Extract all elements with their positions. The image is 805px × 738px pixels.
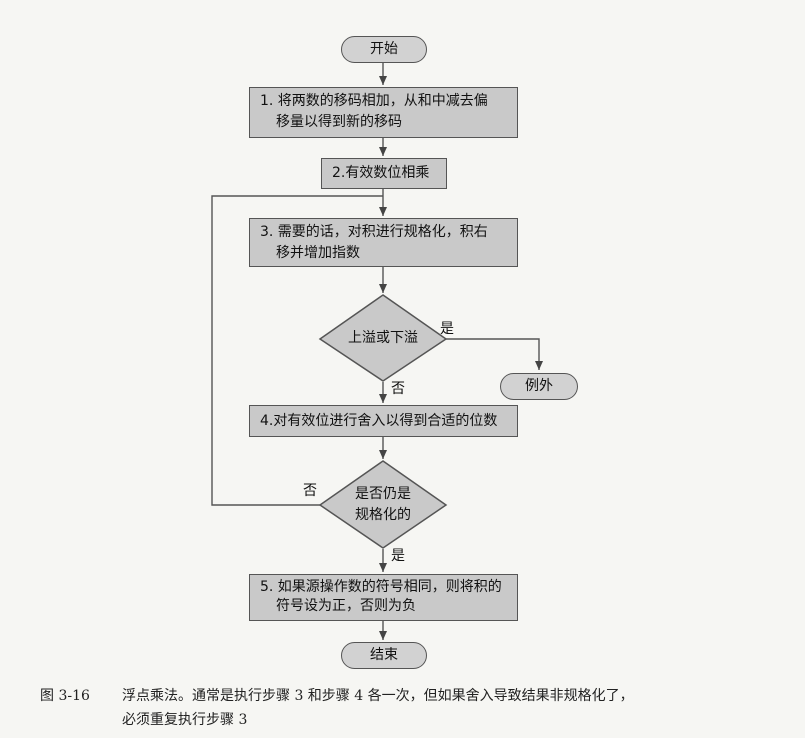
no-label-overflow: 否 [391,381,405,397]
step4-label: 4.对有效位进行舍入以得到合适的位数 [260,413,498,429]
decision-normalized-shape [318,460,448,549]
arrow-loop-back [211,195,383,506]
decision-overflow-shape [318,294,448,382]
decision-overflow-text: 上溢或下溢 [348,330,418,346]
exception-label: 例外 [525,378,553,394]
step1-line2: 移量以得到新的移码 [276,114,402,130]
step2-label: 2.有效数位相乘 [332,165,430,181]
decision-normalized-line1: 是否仍是 [355,486,411,502]
figure-number: 图 3-16 [40,688,90,704]
step2-box: 2.有效数位相乘 [321,158,447,189]
no-label-normalized: 否 [303,483,317,499]
figure-caption: 图 3-16 浮点乘法。通常是执行步骤 3 和步骤 4 各一次，但如果舍入导致结果… [40,684,780,732]
step3-line2: 移并增加指数 [276,245,360,261]
caption-text-line2: 必须重复执行步骤 3 [122,712,248,728]
caption-text-line1: 浮点乘法。通常是执行步骤 3 和步骤 4 各一次，但如果舍入导致结果非规格化了， [122,688,634,704]
start-terminal: 开始 [341,36,427,63]
step1-line1: 1. 将两数的移码相加，从和中减去偏 [260,93,488,109]
decision-normalized-label: 是否仍是 规格化的 [322,484,444,526]
step1-box: 1. 将两数的移码相加，从和中减去偏 移量以得到新的移码 [249,87,518,138]
step5-line1: 5. 如果源操作数的符号相同，则将积的 [260,579,502,595]
start-label: 开始 [370,41,398,57]
decision-overflow-label: 上溢或下溢 [322,328,444,349]
caption-line1: 图 3-16 浮点乘法。通常是执行步骤 3 和步骤 4 各一次，但如果舍入导致结果… [40,684,780,708]
end-terminal: 结束 [341,642,427,669]
step4-box: 4.对有效位进行舍入以得到合适的位数 [249,405,518,437]
arrow-decision-exception [446,338,543,370]
step5-line2: 符号设为正，否则为负 [276,598,416,614]
step3-line1: 3. 需要的话，对积进行规格化，积右 [260,224,488,240]
step5-box: 5. 如果源操作数的符号相同，则将积的 符号设为正，否则为负 [249,574,518,621]
decision-normalized-line2: 规格化的 [355,507,411,523]
yes-label-overflow: 是 [440,321,454,337]
exception-terminal: 例外 [500,373,578,400]
step3-box: 3. 需要的话，对积进行规格化，积右 移并增加指数 [249,218,518,267]
end-label: 结束 [370,647,398,663]
yes-label-normalized: 是 [391,548,405,564]
